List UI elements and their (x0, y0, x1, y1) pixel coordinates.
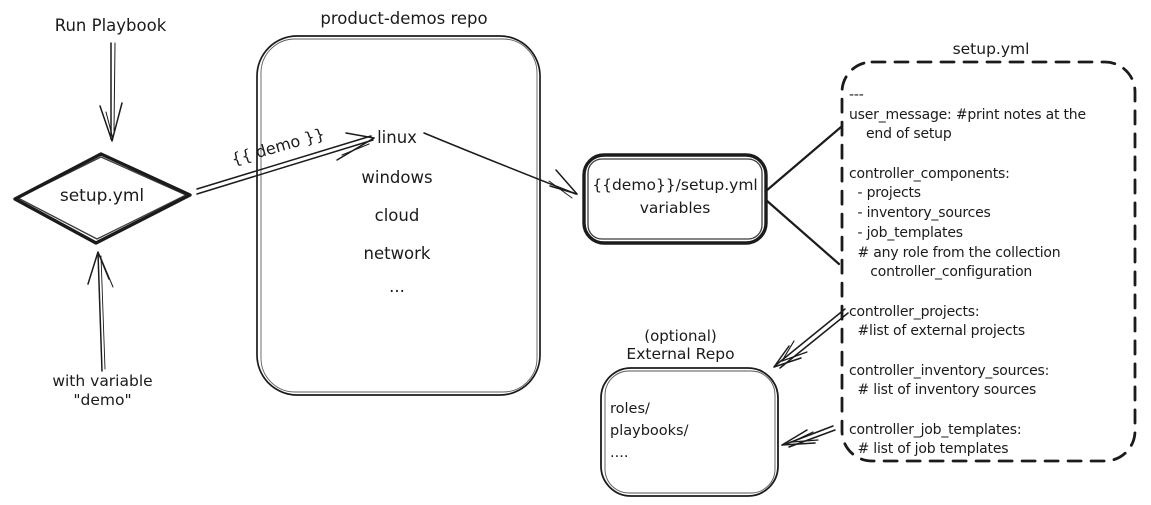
external-repo-content: roles/ playbooks/ .... (610, 401, 689, 461)
variables-box-text: {{demo}}/setup.yml variables (589, 174, 761, 220)
run-playbook-label: Run Playbook (54, 16, 167, 35)
setup-yml-file-title: setup.yml (952, 40, 1030, 58)
setup-yml-file-content: --- user_message: #print notes at the en… (849, 87, 1086, 458)
decision-setup-yml-label: setup.yml (59, 186, 145, 206)
repo-item-network: network (363, 244, 431, 263)
with-variable-label-line2: "demo" (73, 391, 132, 409)
repo-box-title: product-demos repo (320, 9, 488, 28)
demo-arrow (196, 132, 375, 195)
run-playbook-arrow (99, 42, 123, 142)
with-variable-label-line1: with variable (52, 372, 153, 390)
with-variable-arrow (87, 251, 114, 372)
repo-item-windows: windows (361, 168, 433, 187)
setup-yml-dashed-box (840, 60, 1137, 463)
repo-item-linux: linux (377, 128, 417, 147)
setup-to-external-arrow-templates (781, 425, 836, 448)
external-repo-title: External Repo (626, 345, 735, 363)
setup-to-external-arrow-projects (773, 308, 849, 369)
repo-item-ellipsis: ... (389, 277, 405, 296)
variables-box-line1: {{demo}}/setup.yml (592, 176, 758, 194)
external-repo-box (600, 367, 779, 497)
decision-diamond (13, 152, 192, 245)
repo-box (256, 35, 541, 396)
external-repo-optional-label: (optional) (644, 327, 717, 345)
linux-to-variables-arrow (423, 132, 578, 199)
repo-item-cloud: cloud (374, 206, 420, 225)
variables-box-line2: variables (639, 199, 711, 217)
variables-to-setup-lines (764, 125, 843, 266)
